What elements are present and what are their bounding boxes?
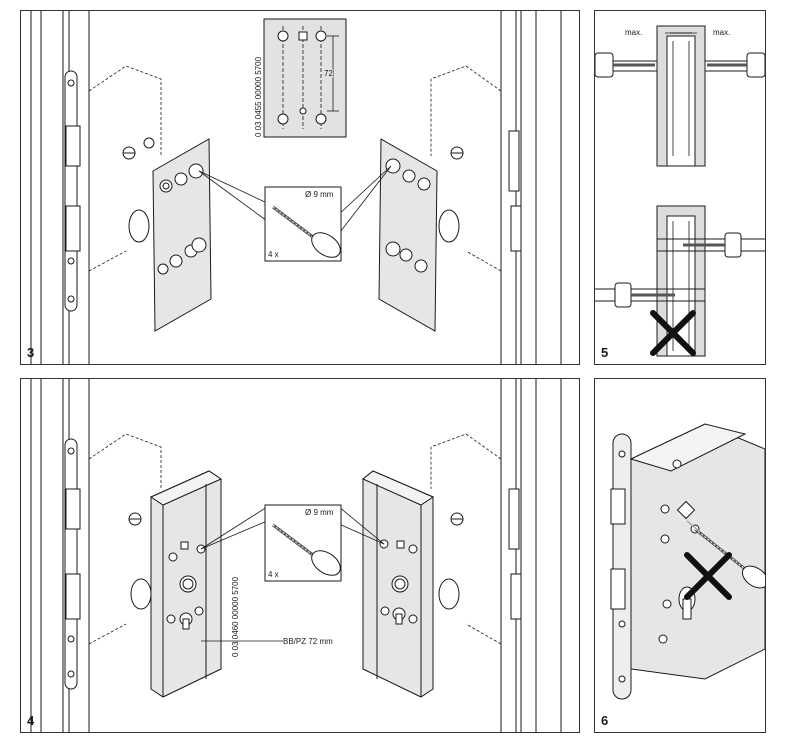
right-drilling-template: [378, 138, 438, 332]
lock-case-section-top: [595, 25, 765, 167]
template-code-label: 0 03 0460 00000 5700: [231, 576, 240, 657]
right-door-frame: [500, 379, 562, 732]
panel-6-illustration: [610, 423, 765, 700]
max-right-label: max.: [713, 28, 731, 37]
right-door-frame: [500, 11, 562, 364]
drill-callout: [264, 504, 342, 582]
callout-lines: [200, 506, 385, 642]
panel-5: max. max. 5: [594, 10, 766, 365]
panel-number: 3: [27, 345, 35, 360]
drill-size-label: Ø 9 mm: [305, 508, 334, 517]
panel-5-illustration: [595, 25, 765, 357]
right-door-holes: [438, 512, 464, 610]
prohibited-cross: [684, 552, 732, 600]
left-door-holes: [122, 137, 155, 243]
quantity-label: 4 x: [268, 250, 279, 259]
left-door-frame: [30, 11, 90, 364]
panel-number: 5: [601, 345, 609, 360]
left-drilling-jig: [149, 470, 223, 698]
door-dashed-outline: [88, 65, 502, 272]
prohibited-cross: [650, 310, 696, 356]
panel-number: 6: [601, 713, 609, 728]
door-dashed-outline: [88, 433, 502, 645]
right-door-holes: [438, 146, 464, 243]
left-door-frame: [30, 379, 90, 732]
left-drilling-template: [152, 138, 212, 332]
cylinder-label: BB/PZ 72 mm: [283, 637, 333, 646]
left-door-holes: [128, 512, 152, 610]
max-left-label: max.: [625, 28, 643, 37]
lock-case: [610, 423, 765, 700]
drill-callout: [264, 186, 342, 262]
right-drilling-jig: [362, 470, 435, 698]
panel-4-illustration: [30, 379, 562, 732]
panel-number: 4: [27, 713, 35, 728]
drill-size-label: Ø 9 mm: [305, 190, 334, 199]
panel-6: 6: [594, 378, 766, 733]
panel-4: 0 03 0460 00000 5700 Ø 9 mm 4 x BB/PZ 72…: [20, 378, 580, 733]
template-code-label: 0 03 0455 00000 5700: [254, 56, 263, 137]
dimension-label: 72: [324, 69, 333, 78]
lock-case-section-bottom: [595, 205, 765, 357]
panel-3: 0 03 0455 00000 5700 72 Ø 9 mm 4 x 3: [20, 10, 580, 365]
template-drawing: [263, 18, 347, 138]
drill-bit: [686, 520, 765, 589]
callout-lines: [198, 165, 392, 237]
panel-3-illustration: [30, 11, 562, 364]
quantity-label: 4 x: [268, 570, 279, 579]
